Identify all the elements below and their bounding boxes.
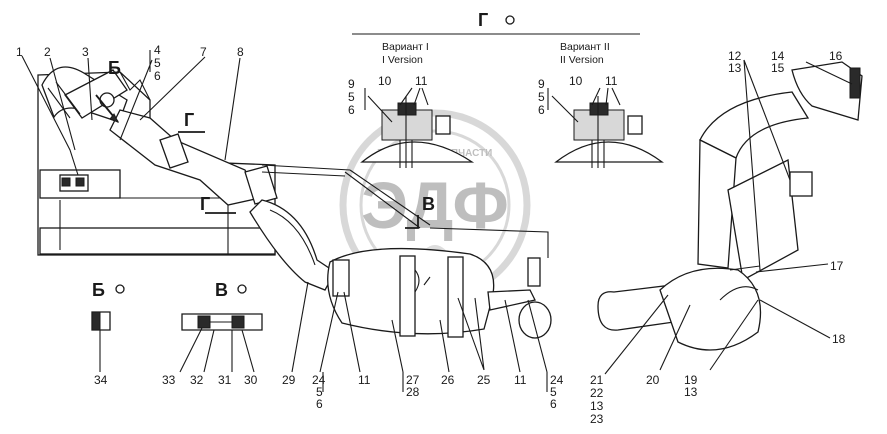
- view-b-title: Б: [92, 280, 105, 300]
- callout-13-b: 13: [684, 385, 698, 399]
- callout-13: 13: [728, 61, 742, 75]
- callout-34: 34: [94, 373, 108, 387]
- view-g-variant1-detail: [360, 96, 475, 168]
- callout-6-a: 6: [316, 397, 323, 411]
- view-arrow-g1: Г: [178, 110, 205, 133]
- callout-labels: 1 2 3 4 5 6 7 8 9 5 6 10 11 9 5 6 10 11 …: [16, 43, 846, 426]
- callout-27: 27: [406, 373, 420, 387]
- callout-32: 32: [190, 373, 204, 387]
- callout-23: 23: [590, 412, 604, 426]
- view-g-variant2-line1: Вариант II: [560, 41, 610, 53]
- callout-5: 5: [154, 56, 161, 70]
- callout-h-9: 9: [538, 77, 545, 91]
- callout-31: 31: [218, 373, 232, 387]
- callout-14: 14: [771, 49, 785, 63]
- callout-6: 6: [154, 69, 161, 83]
- callout-g-11: 11: [415, 74, 428, 88]
- callout-24-b: 24: [550, 373, 564, 387]
- callout-11-b: 11: [514, 373, 527, 387]
- callout-19: 19: [684, 373, 698, 387]
- callout-g-6: 6: [348, 103, 355, 117]
- callout-20: 20: [646, 373, 660, 387]
- callout-5-b: 5: [550, 385, 557, 399]
- view-g-variant1-line1: Вариант I: [382, 41, 429, 53]
- view-b: Б: [91, 280, 125, 331]
- view-g-title: Г: [478, 10, 488, 30]
- callout-3: 3: [82, 45, 89, 59]
- view-arrow-b-label: Б: [108, 58, 121, 78]
- callout-4: 4: [154, 43, 161, 57]
- leader-lines: [21, 50, 853, 392]
- view-g-variant2-detail: [554, 96, 664, 168]
- callout-26: 26: [441, 373, 455, 387]
- callout-28: 28: [406, 385, 420, 399]
- callout-1: 1: [16, 45, 23, 59]
- callout-h-10: 10: [569, 74, 583, 88]
- callout-g-9: 9: [348, 77, 355, 91]
- callout-33: 33: [162, 373, 176, 387]
- view-arrow-g2: Г: [200, 194, 236, 214]
- callout-g-5: 5: [348, 90, 355, 104]
- view-arrow-v: В: [405, 194, 435, 229]
- exhaust-pipe-front: [109, 109, 431, 229]
- muffler: [327, 247, 495, 338]
- callout-24-a: 24: [312, 373, 326, 387]
- view-arrow-b: Б: [95, 58, 121, 123]
- callout-21: 21: [590, 373, 604, 387]
- right-assembly: [597, 61, 863, 351]
- callout-15: 15: [771, 61, 785, 75]
- view-v: В: [181, 280, 263, 331]
- callout-6-b: 6: [550, 397, 557, 411]
- callout-7: 7: [200, 45, 207, 59]
- view-g-variant2-line2: II Version: [560, 54, 604, 66]
- callout-12: 12: [728, 49, 742, 63]
- callout-25: 25: [477, 373, 491, 387]
- callout-29: 29: [282, 373, 296, 387]
- callout-g-10: 10: [378, 74, 392, 88]
- callout-18: 18: [832, 332, 846, 346]
- callout-h-5: 5: [538, 90, 545, 104]
- callout-17: 17: [830, 259, 844, 273]
- callout-22: 22: [590, 386, 604, 400]
- callout-30: 30: [244, 373, 258, 387]
- callout-2: 2: [44, 45, 51, 59]
- callout-5-a: 5: [316, 385, 323, 399]
- callout-16: 16: [829, 49, 843, 63]
- view-g-variant1-line2: I Version: [382, 54, 423, 66]
- callout-11-a: 11: [358, 373, 371, 387]
- callout-h-6: 6: [538, 103, 545, 117]
- watermark-logo: ЭДФ: [361, 168, 509, 242]
- callout-8: 8: [237, 45, 244, 59]
- tailpipe: [429, 227, 552, 339]
- callout-h-11: 11: [605, 74, 618, 88]
- view-arrow-g1-label: Г: [184, 110, 194, 130]
- flex-pipe: [249, 199, 336, 291]
- view-g: Г Вариант I I Version Вариант II II Vers…: [352, 10, 664, 168]
- view-v-title: В: [215, 280, 228, 300]
- view-arrow-v-label: В: [422, 194, 435, 214]
- view-arrow-g2-label: Г: [200, 194, 210, 214]
- callout-13-c: 13: [590, 399, 604, 413]
